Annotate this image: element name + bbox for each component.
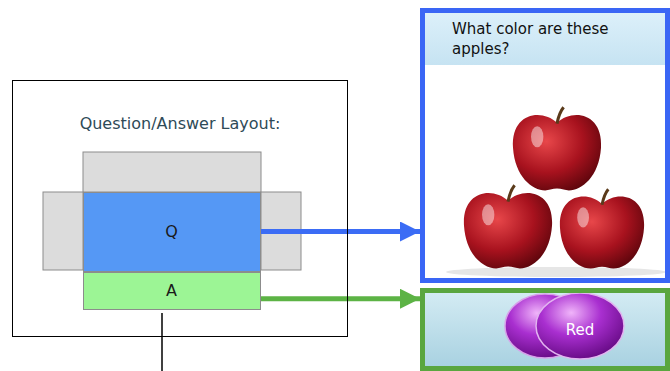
- flow-arrow: [261, 296, 421, 301]
- box-letter: Q: [165, 222, 178, 241]
- leader-line: [161, 313, 163, 371]
- answer-label: Red: [566, 321, 595, 339]
- answer-panel: Red: [420, 288, 670, 371]
- question-panel: What color are these apples?: [420, 8, 670, 283]
- panel-title: Question/Answer Layout:: [13, 114, 347, 133]
- layout-panel: Question/Answer Layout: Q A: [12, 80, 348, 337]
- answer-ground: [425, 293, 665, 371]
- left-block: [43, 192, 83, 270]
- answer-box: A: [83, 272, 261, 310]
- box-letter: A: [166, 281, 177, 300]
- question-box: Q: [83, 192, 261, 272]
- top-block: [83, 152, 261, 192]
- answer-bubble: [536, 293, 624, 359]
- question-text: What color are these apples?: [425, 13, 670, 59]
- flow-arrow: [261, 229, 421, 234]
